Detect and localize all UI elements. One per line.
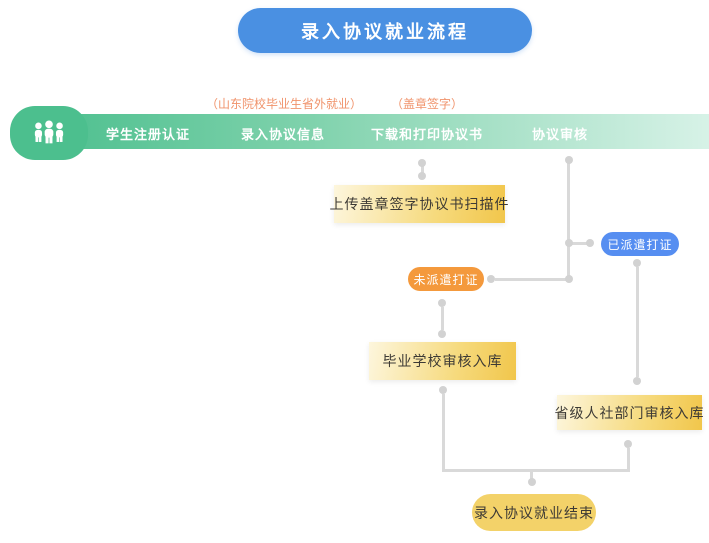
connector-dot (438, 330, 446, 338)
node-upload-scan: 上传盖章签字协议书扫描件 (330, 185, 509, 223)
connector-line (530, 470, 533, 479)
connector-line (635, 267, 639, 377)
connector-line (440, 307, 444, 330)
connector-dot (624, 440, 632, 448)
connector-line (626, 448, 630, 471)
people-icon (30, 118, 68, 148)
connector-dot (439, 386, 447, 394)
flowchart-title: 录入协议就业流程 (238, 8, 532, 53)
connector-line (495, 277, 570, 281)
node-dispatched-pill: 已派遣打证 (601, 232, 679, 256)
step-enter-agreement-info: 录入协议信息 (240, 127, 326, 142)
connector-line (441, 394, 445, 471)
annotation-stamp-sign: （盖章签字） (390, 97, 464, 111)
connector-dot (633, 259, 641, 267)
annotation-out-of-province: （山东院校毕业生省外就业） (205, 97, 363, 111)
connector-dot (527, 478, 536, 486)
connector-dot (564, 275, 573, 283)
connector-dot (418, 172, 426, 180)
node-school-review: 毕业学校审核入库 (369, 342, 516, 380)
connector-dot (418, 159, 426, 167)
connector-line (441, 468, 630, 472)
connector-dot (438, 299, 446, 307)
step-band-badge (10, 106, 88, 160)
step-student-register: 学生注册认证 (105, 127, 191, 142)
connector-dot (487, 275, 495, 283)
connector-line (567, 163, 570, 280)
connector-line (568, 241, 589, 245)
node-provincial-review: 省级人社部门审核入库 (555, 395, 704, 430)
node-finish-pill: 录入协议就业结束 (472, 494, 596, 531)
connector-dot (564, 239, 573, 247)
connector-line (420, 163, 424, 176)
connector-dot (564, 156, 573, 164)
step-agreement-review: 协议审核 (531, 127, 589, 142)
node-not-dispatched-pill: 未派遣打证 (408, 267, 484, 291)
step-band (40, 114, 709, 149)
connector-dot (586, 239, 594, 247)
connector-dot (633, 377, 641, 385)
step-download-print: 下载和打印协议书 (370, 127, 484, 142)
